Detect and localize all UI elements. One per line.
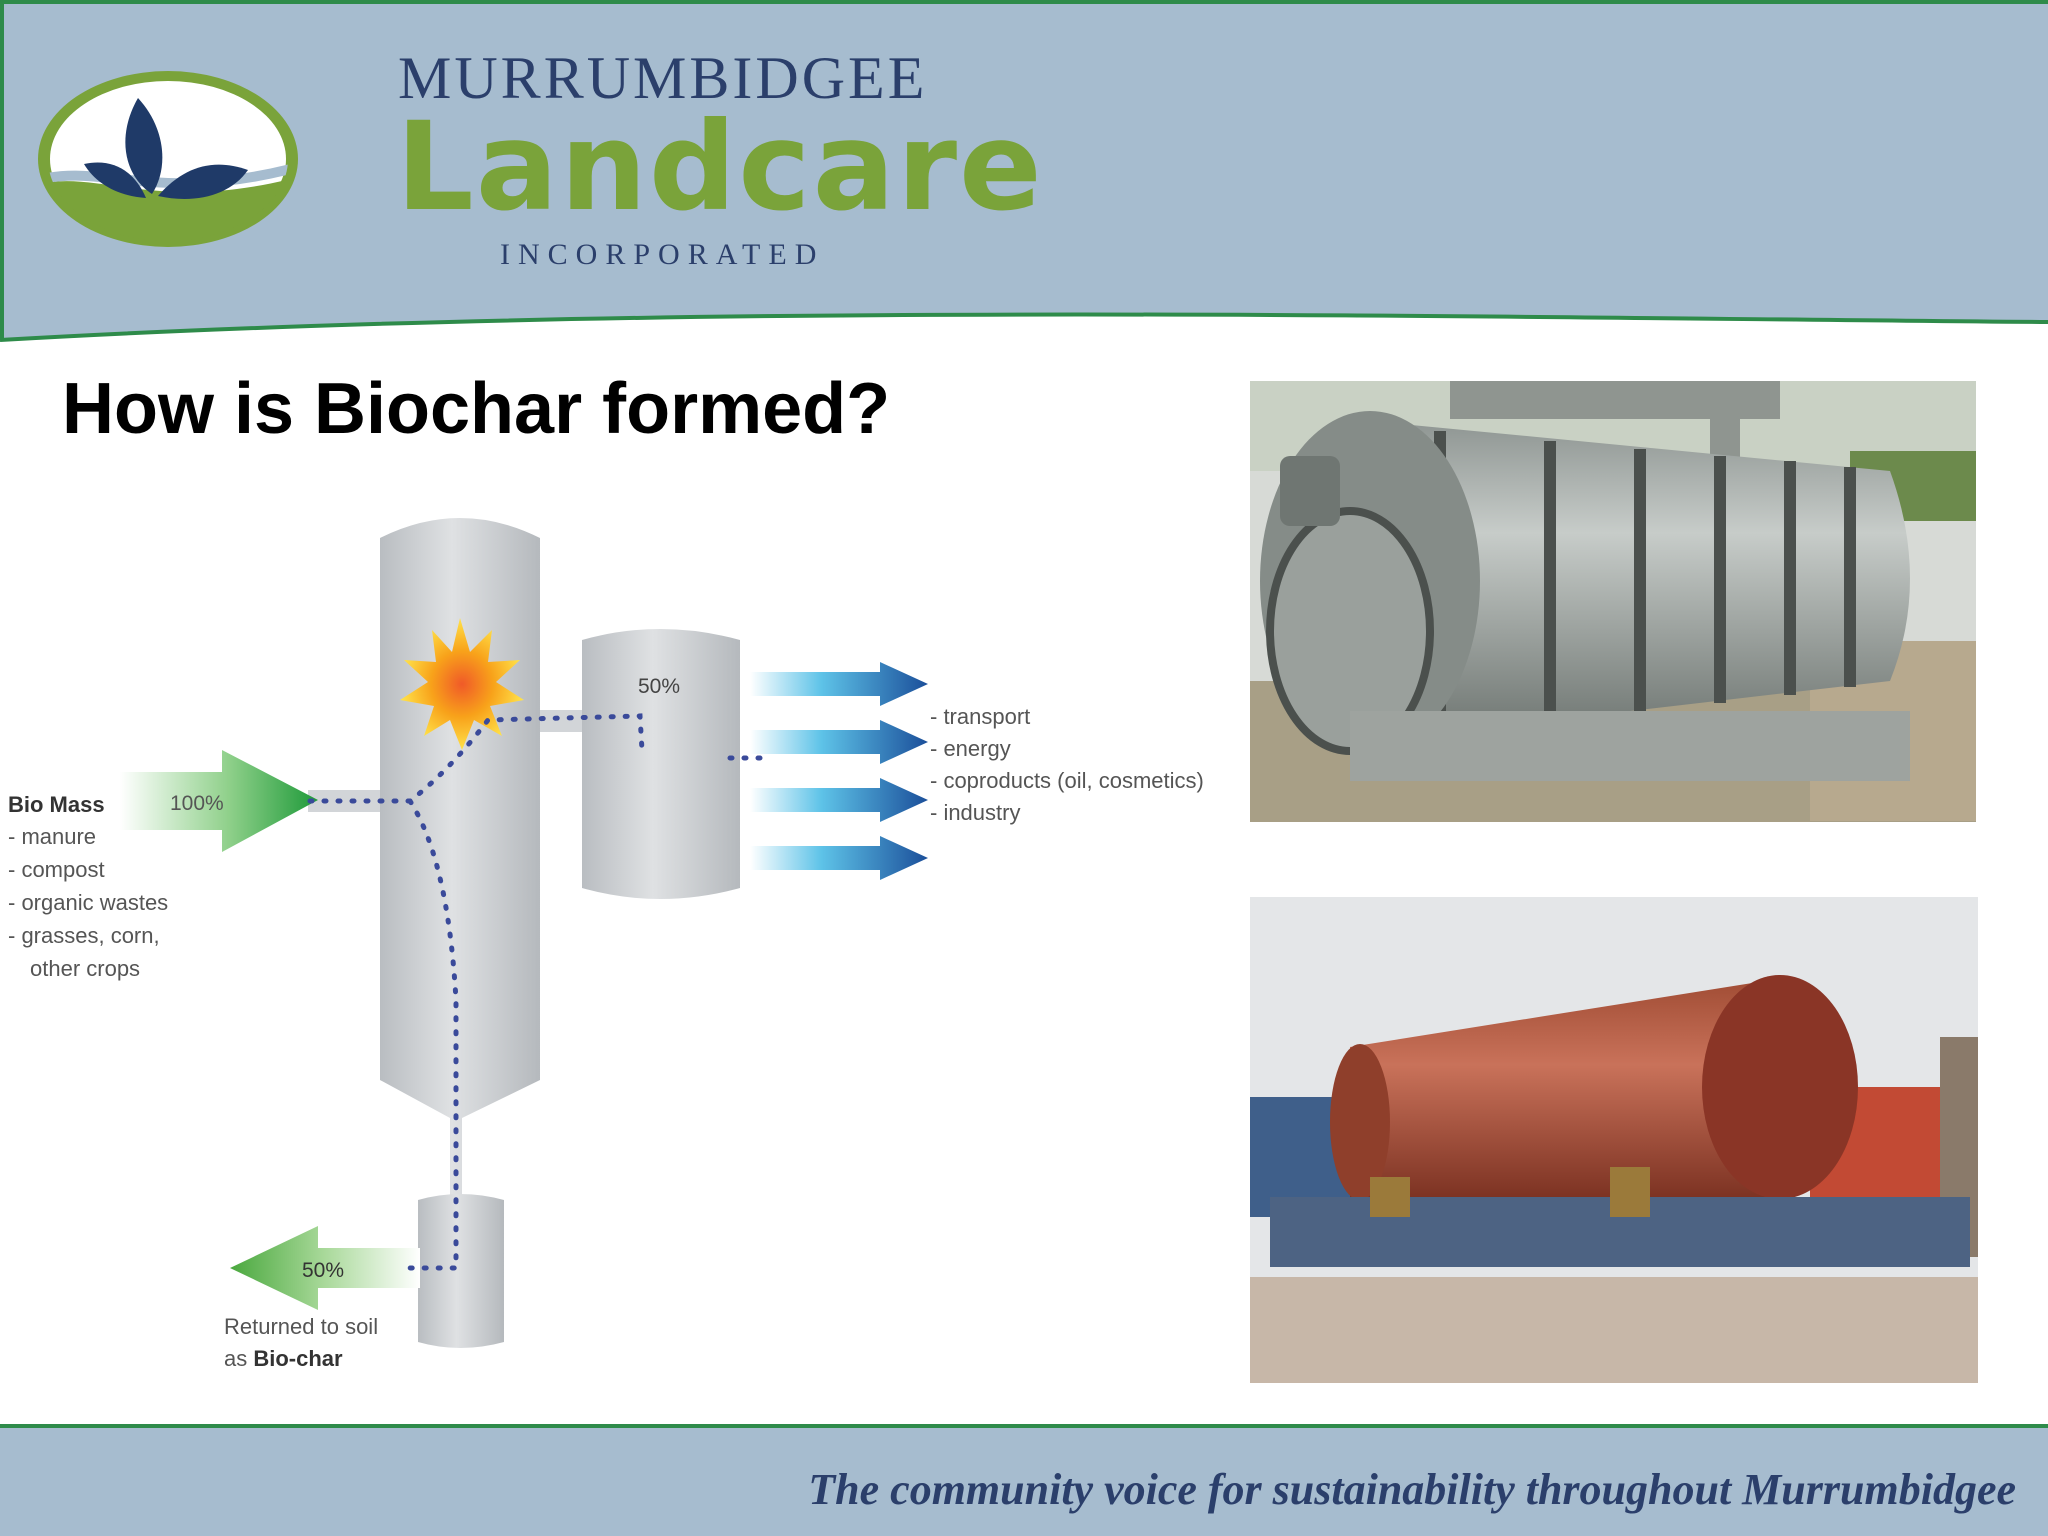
pyrolysis-reactor-grey-image bbox=[1250, 381, 1976, 822]
process-flow-path bbox=[307, 713, 773, 1271]
biomass-title: Bio Mass bbox=[8, 792, 105, 817]
brand-name-sub: INCORPORATED bbox=[500, 238, 825, 271]
biochar-output-arrow bbox=[230, 1226, 420, 1310]
brand-name-top: MURRUMBIDGEE bbox=[398, 45, 928, 111]
gas-percent: 50% bbox=[638, 675, 680, 698]
header-background bbox=[0, 0, 2048, 342]
biochar-as-prefix: as bbox=[224, 1346, 253, 1371]
biomass-item: - organic wastes bbox=[8, 890, 168, 915]
biochar-as-bold: Bio-char bbox=[253, 1346, 343, 1371]
footer-banner: The community voice for sustainability t… bbox=[0, 1424, 2048, 1536]
brand-name-main: Landcare bbox=[396, 96, 1044, 238]
biomass-item: - grasses, corn, bbox=[8, 923, 160, 948]
landcare-logo-icon bbox=[38, 71, 298, 247]
slide-title: How is Biochar formed? bbox=[62, 369, 891, 449]
biomass-percent: 100% bbox=[170, 792, 224, 815]
reactor-photo-grey bbox=[1250, 381, 1976, 822]
gas-use-item: - transport bbox=[930, 704, 1030, 729]
biomass-item: - compost bbox=[8, 857, 105, 882]
gas-use-item: - industry bbox=[930, 800, 1020, 825]
flame-burst-icon bbox=[400, 618, 524, 750]
biomass-item: - manure bbox=[8, 824, 96, 849]
biochar-as-line: as Bio-char bbox=[224, 1346, 343, 1371]
biochar-collector bbox=[418, 1194, 504, 1348]
gas-output-arrows bbox=[750, 662, 928, 880]
gas-pipe bbox=[540, 710, 582, 732]
input-pipe bbox=[308, 790, 380, 812]
biochar-returned-line: Returned to soil bbox=[224, 1314, 378, 1339]
header-banner: MURRUMBIDGEE Landcare INCORPORATED bbox=[0, 0, 2048, 345]
reactor-photo-rust bbox=[1250, 897, 1978, 1383]
biochar-process-diagram: Bio Mass 100% - manure - compost - organ… bbox=[8, 518, 1204, 1371]
gas-use-item: - energy bbox=[930, 736, 1011, 761]
biomass-input-arrow bbox=[120, 750, 318, 852]
gas-use-item: - coproducts (oil, cosmetics) bbox=[930, 768, 1204, 793]
pyrolysis-reactor-rust-image bbox=[1250, 897, 1978, 1383]
biochar-percent: 50% bbox=[302, 1259, 344, 1282]
footer-tagline: The community voice for sustainability t… bbox=[808, 1465, 2016, 1514]
gas-tank bbox=[582, 629, 740, 899]
biomass-item: other crops bbox=[30, 956, 140, 981]
